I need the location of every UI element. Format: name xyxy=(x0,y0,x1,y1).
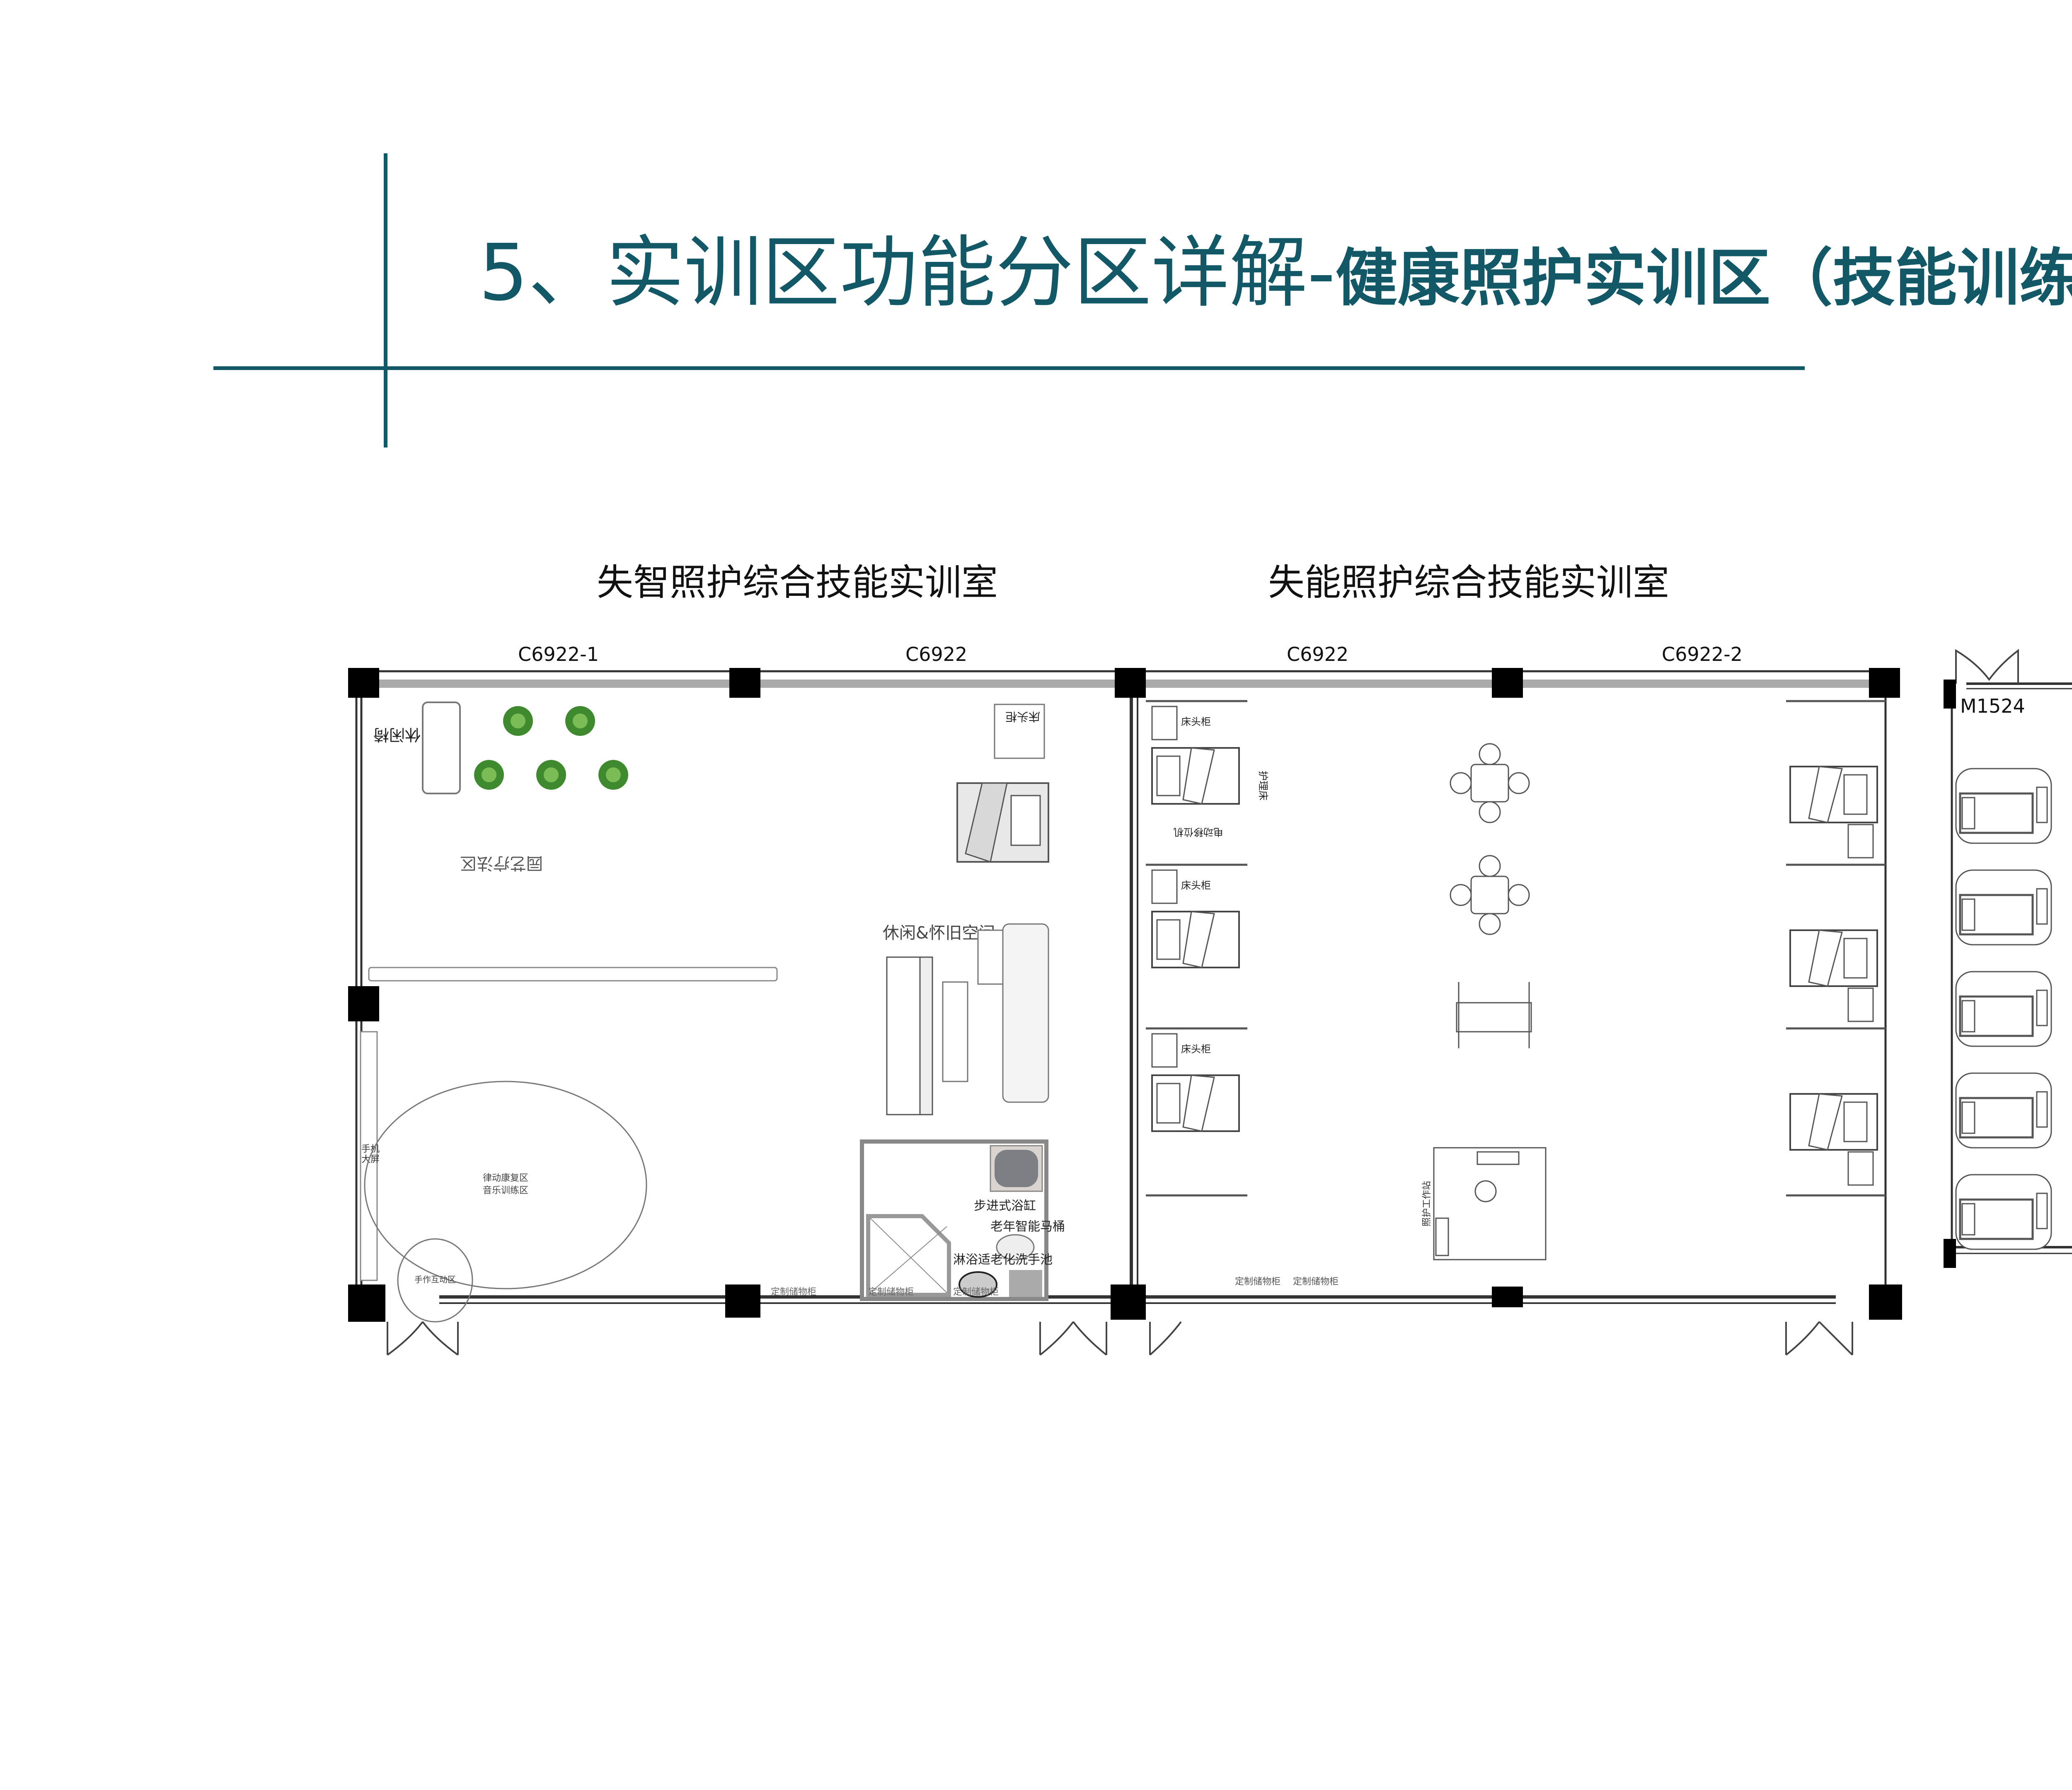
svg-text:休闲&怀旧空间: 休闲&怀旧空间 xyxy=(883,924,995,943)
svg-text:电动移位机: 电动移位机 xyxy=(1174,826,1223,838)
svg-text:C6922: C6922 xyxy=(1287,643,1348,665)
svg-text:床头柜: 床头柜 xyxy=(1181,1043,1211,1055)
page-title-sub: 健康照护实训区（技能训练板块） xyxy=(1335,242,2072,314)
svg-text:手机: 手机 xyxy=(361,1144,380,1154)
room-label-disability: 失能照护综合技能实训室 xyxy=(1268,561,1670,604)
svg-text:定制储物柜: 定制储物柜 xyxy=(953,1287,999,1297)
svg-text:C6922-1: C6922-1 xyxy=(518,643,599,665)
svg-text:定制储物柜: 定制储物柜 xyxy=(868,1287,914,1297)
svg-text:手作互动区: 手作互动区 xyxy=(414,1275,456,1284)
svg-text:休闲椅: 休闲椅 xyxy=(373,726,421,744)
floor-plan-care-rooms: C6922-1 C6922 C6922 C6922-2 休闲椅 园艺疗法区 手机… xyxy=(348,643,1902,1356)
svg-text:淋浴适老化洗手池: 淋浴适老化洗手池 xyxy=(953,1253,1053,1267)
svg-text:律动康复区: 律动康复区 xyxy=(483,1173,528,1183)
svg-text:定制储物柜: 定制储物柜 xyxy=(1235,1277,1280,1287)
room-label-dementia: 失智照护综合技能实训室 xyxy=(597,561,998,604)
svg-text:音乐训练区: 音乐训练区 xyxy=(483,1185,528,1196)
svg-text:定制储物柜: 定制储物柜 xyxy=(771,1287,816,1297)
header-vertical-rule xyxy=(384,153,387,448)
svg-text:C6922: C6922 xyxy=(905,643,967,665)
svg-text:老年智能马桶: 老年智能马桶 xyxy=(990,1219,1065,1234)
page-title-main: 5、实训区功能分区详解- xyxy=(479,227,1336,318)
svg-text:床头柜: 床头柜 xyxy=(1181,880,1211,891)
header-horizontal-rule xyxy=(213,366,1805,370)
svg-text:步进式浴缸: 步进式浴缸 xyxy=(974,1199,1036,1213)
svg-text:M1524: M1524 xyxy=(1960,695,2025,717)
svg-text:定制储物柜: 定制储物柜 xyxy=(1293,1277,1339,1287)
svg-text:园艺疗法区: 园艺疗法区 xyxy=(460,854,543,873)
page-title: 5、实训区功能分区详解-健康照护实训区（技能训练板块） xyxy=(479,234,2072,312)
svg-text:照护工作站: 照护工作站 xyxy=(1422,1181,1432,1226)
floor-plan-basic-care-room: M1524 C2714 C2714 M1524 xyxy=(1944,648,2072,1268)
svg-text:床头柜: 床头柜 xyxy=(1181,716,1211,728)
svg-text:C6922-2: C6922-2 xyxy=(1662,643,1743,665)
svg-text:护理床: 护理床 xyxy=(1257,771,1269,801)
svg-text:床头柜: 床头柜 xyxy=(1005,710,1040,723)
